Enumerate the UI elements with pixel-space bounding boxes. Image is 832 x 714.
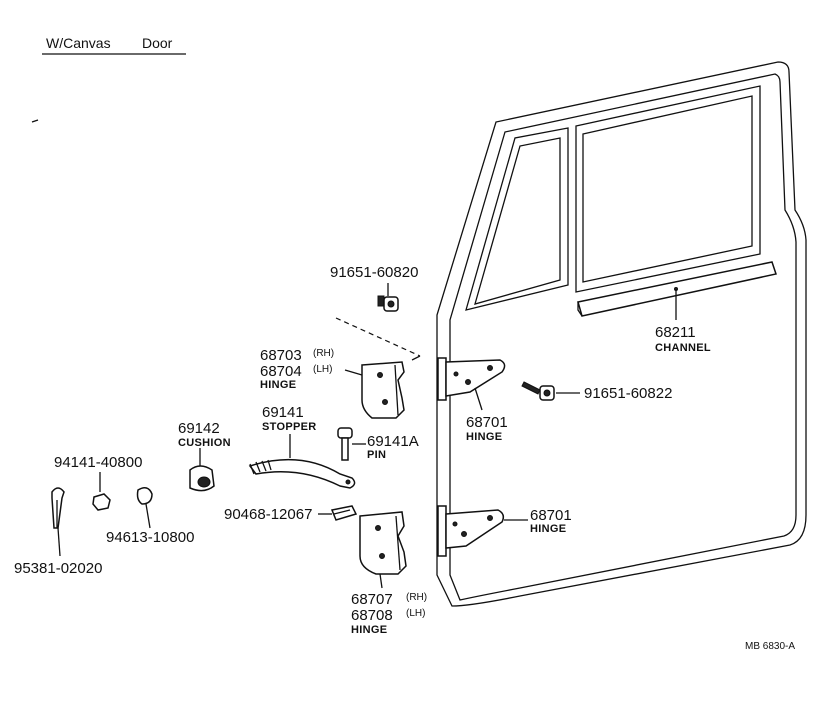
hinge-68703-68704: [361, 361, 405, 419]
label-95381-02020: 95381-02020: [14, 560, 102, 577]
label-94613-10800: 94613-10800: [106, 529, 194, 546]
label-68701-lower-name: HINGE: [530, 523, 566, 535]
label-90468-12067: 90468-12067: [224, 506, 312, 523]
label-69141a-num: 69141A: [367, 433, 419, 450]
label-68211-num: 68211: [655, 324, 696, 341]
label-68701-lower-num: 68701: [530, 507, 572, 524]
label-68704-name: HINGE: [260, 379, 296, 391]
label-69141-num: 69141: [262, 404, 304, 421]
cushion-69142: [189, 448, 215, 492]
label-68703-num: 68703: [260, 347, 302, 364]
label-68704-suffix: (LH): [313, 364, 332, 375]
label-69141-name: STOPPER: [262, 421, 316, 433]
hinge-68701-lower: [437, 505, 528, 557]
clip-90468-12067: [318, 505, 358, 521]
label-68701-upper-name: HINGE: [466, 431, 502, 443]
label-69141a-name: PIN: [367, 449, 386, 461]
pin-69141a: [337, 427, 366, 461]
label-68211-name: CHANNEL: [655, 342, 711, 354]
door-panel: [436, 61, 807, 607]
diagram-code: MB 6830-A: [745, 641, 795, 652]
title-left: W/Canvas: [46, 35, 111, 51]
label-68708-suffix: (LH): [406, 608, 425, 619]
channel-68211: [577, 261, 777, 320]
label-68708-name: HINGE: [351, 624, 387, 636]
stray-mark: [31, 119, 39, 123]
title-right: Door: [142, 35, 173, 51]
label-68703-suffix: (RH): [313, 348, 334, 359]
label-68701-upper-num: 68701: [466, 414, 508, 431]
label-68708-num: 68708: [351, 607, 393, 624]
diagram-title: W/Canvas Door: [42, 35, 186, 55]
label-69142-name: CUSHION: [178, 437, 231, 449]
label-68707-suffix: (RH): [406, 592, 427, 603]
guide-line: [335, 317, 421, 357]
label-91651-60822: 91651-60822: [584, 385, 672, 402]
stopper-69141: [248, 434, 356, 489]
cotter-pin-95381-02020: [51, 487, 65, 557]
bolt-91651-60820: [377, 283, 399, 312]
label-68707-num: 68707: [351, 591, 393, 608]
hinge-68707-68708: [359, 511, 407, 589]
label-68704-num: 68704: [260, 363, 302, 380]
hinge-68701-upper: [437, 357, 506, 411]
label-69142-num: 69142: [178, 420, 220, 437]
label-94141-40800: 94141-40800: [54, 454, 142, 471]
nut-94141-40800: [92, 472, 111, 511]
bolt-91651-60822: [521, 381, 580, 401]
washer-94613-10800: [136, 487, 153, 529]
label-91651-60820: 91651-60820: [330, 264, 418, 281]
